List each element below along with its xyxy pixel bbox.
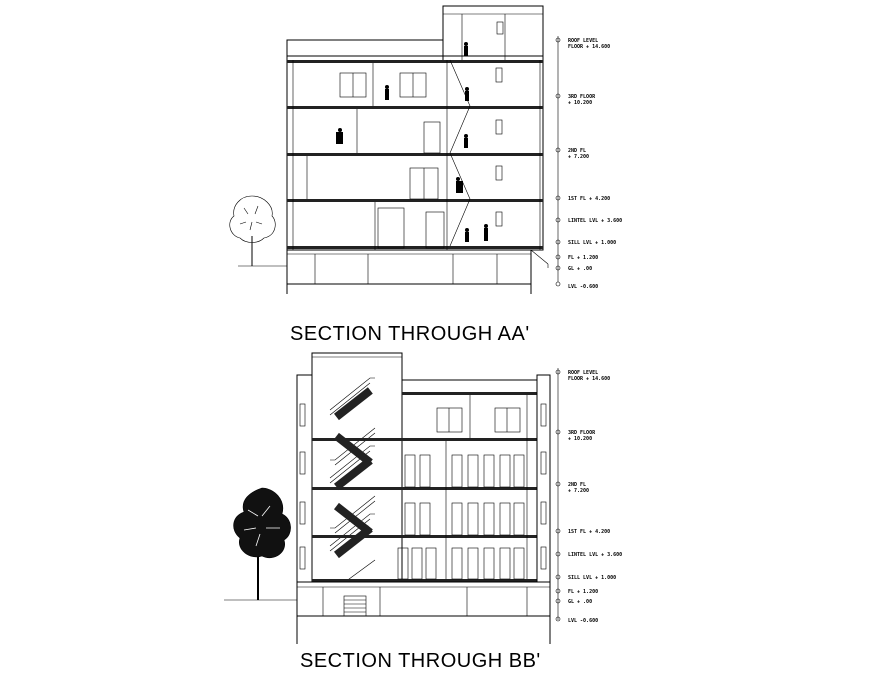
section-bb-level-markers: [555, 369, 561, 622]
level-label-aa-5: SILL LVL + 1.000: [568, 240, 616, 246]
section-bb-building: [224, 352, 559, 644]
level-label-bb-8: LVL -0.600: [568, 618, 598, 624]
level-label-aa-1: 3RD FLOOR+ 10.200: [568, 94, 596, 106]
section-aa-caption: SECTION THROUGH AA': [290, 323, 530, 345]
section-aa-building: [229, 5, 559, 294]
section-aa-level-markers: [555, 37, 561, 287]
level-label-aa-7: GL + .00: [568, 266, 592, 272]
level-label-aa-4: LINTEL LVL + 3.600: [568, 218, 622, 224]
level-label-aa-8: LVL -0.600: [568, 284, 598, 290]
level-label-bb-1: 3RD FLOOR+ 10.200: [568, 430, 596, 442]
section-bb-caption: SECTION THROUGH BB': [300, 650, 541, 672]
level-label-bb-2: 2ND FL+ 7.200: [568, 482, 589, 494]
level-label-bb-6: FL + 1.200: [568, 589, 598, 595]
level-label-aa-2: 2ND FL+ 7.200: [568, 148, 589, 160]
level-label-bb-4: LINTEL LVL + 3.600: [568, 552, 622, 558]
level-label-aa-3: 1ST FL + 4.200: [568, 196, 610, 202]
level-label-bb-7: GL + .00: [568, 599, 592, 605]
level-label-bb-3: 1ST FL + 4.200: [568, 529, 610, 535]
tree-aa: [229, 195, 276, 266]
level-label-aa-6: FL + 1.200: [568, 255, 598, 261]
tree-bb: [233, 487, 291, 600]
level-label-bb-5: SILL LVL + 1.000: [568, 575, 616, 581]
